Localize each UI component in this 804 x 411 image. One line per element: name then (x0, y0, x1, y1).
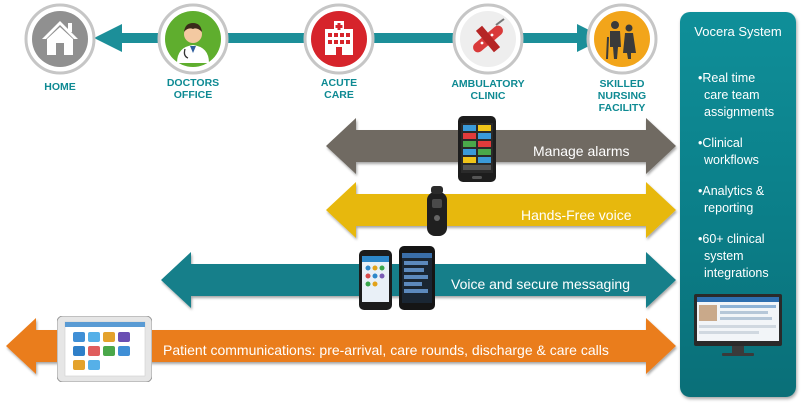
patient-communications-arrow (6, 318, 676, 374)
capability-label-voice-messaging: Voice and secure messaging (451, 276, 630, 292)
desktop-monitor-icon (694, 294, 782, 356)
home-circle (24, 3, 96, 75)
doctors-office-circle (157, 3, 229, 75)
capability-label-patient-communications: Patient communications: pre-arrival, car… (163, 342, 609, 358)
hands-free-voice-arrow (326, 182, 676, 238)
care-setting-label-home: HOME (44, 81, 76, 93)
capability-label-manage-alarms: Manage alarms (533, 143, 630, 159)
elderly-couple-icon (606, 21, 636, 60)
house-icon (42, 21, 78, 55)
badge-device-icon (427, 186, 447, 236)
skilled-nursing-circle (586, 3, 658, 75)
doctor-icon (177, 23, 209, 63)
capability-label-hands-free-voice: Hands-Free voice (521, 207, 632, 223)
ambulatory-clinic-circle (452, 3, 524, 75)
system-feature-item: •Analytics &reporting (698, 184, 765, 215)
tablet-icon (57, 316, 152, 382)
syringe-bandage-icon (473, 18, 505, 53)
two-smartphones-icon (359, 246, 435, 310)
smartphone-alarms-icon (458, 116, 496, 182)
manage-alarms-arrow (326, 118, 676, 174)
vocera-system-title: Vocera System (694, 24, 782, 39)
hospital-icon (325, 21, 353, 55)
acute-care-circle (303, 3, 375, 75)
